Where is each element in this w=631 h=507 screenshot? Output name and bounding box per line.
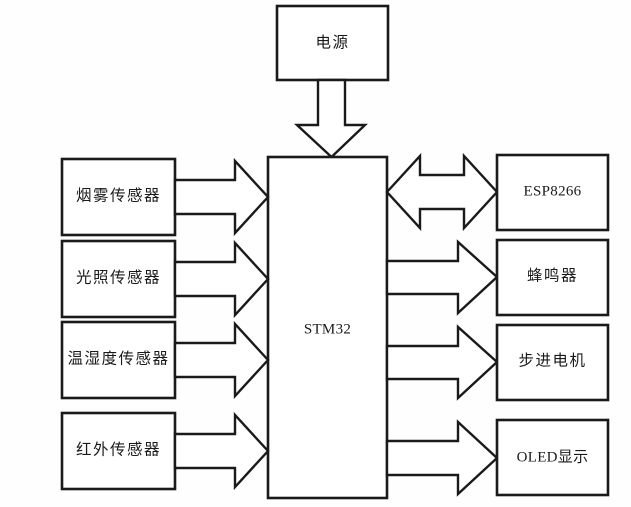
block-input-1[interactable]: 光照传感器 (60, 239, 177, 319)
block-output-1[interactable]: 蜂鸣器 (495, 238, 610, 317)
input-label-light-sensor: 光照传感器 (76, 269, 161, 287)
arrow-input-0-to-controller (173, 157, 270, 237)
arrow-input-1-to-controller (173, 239, 270, 319)
input-box-temp-humidity-sensor[interactable] (60, 320, 177, 400)
power-supply-box[interactable] (275, 4, 390, 82)
arrow-controller-to-output-3 (385, 419, 499, 497)
output-label-buzzer: 蜂鸣器 (527, 267, 578, 285)
output-label-oled-display: OLED显示 (517, 449, 589, 465)
input-label-smoke-sensor: 烟雾传感器 (76, 187, 161, 205)
output-label-stepper-motor: 步进电机 (518, 352, 586, 370)
input-label-temp-humidity-sensor: 温湿度传感器 (67, 350, 169, 368)
controller-box[interactable] (266, 155, 389, 500)
arrow-input-2-to-controller (173, 320, 270, 400)
arrow-controller-to-output-1 (385, 239, 499, 316)
block-power-supply[interactable]: 电源 (275, 4, 390, 82)
controller-label: STM32 (304, 321, 351, 337)
input-box-smoke-sensor[interactable] (60, 157, 177, 237)
output-box-esp8266[interactable] (495, 153, 610, 232)
block-controller[interactable]: STM32 (266, 155, 389, 500)
block-input-0[interactable]: 烟雾传感器 (60, 157, 177, 237)
block-output-2[interactable]: 步进电机 (495, 323, 610, 402)
block-output-3[interactable]: OLED显示 (495, 418, 610, 497)
output-box-oled-display[interactable] (495, 418, 610, 497)
arrow-controller-to-output-2 (385, 324, 499, 401)
output-label-esp8266: ESP8266 (524, 183, 582, 199)
output-box-buzzer[interactable] (495, 238, 610, 317)
input-box-infrared-sensor[interactable] (60, 411, 177, 491)
arrow-power-to-controller (293, 78, 368, 159)
power-supply-label: 电源 (315, 34, 349, 52)
arrow-controller-to-output-0-bidirectional (385, 152, 499, 232)
input-label-infrared-sensor: 红外传感器 (76, 441, 161, 459)
block-input-3[interactable]: 红外传感器 (60, 411, 177, 491)
output-box-stepper-motor[interactable] (495, 323, 610, 402)
block-input-2[interactable]: 温湿度传感器 (60, 320, 177, 400)
block-output-0[interactable]: ESP8266 (495, 153, 610, 232)
arrow-input-3-to-controller (173, 411, 270, 491)
